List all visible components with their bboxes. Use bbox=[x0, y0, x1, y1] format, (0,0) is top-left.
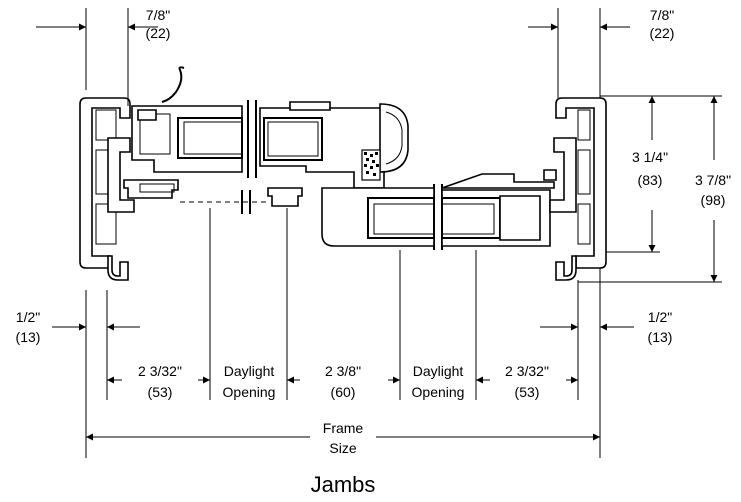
dim-side-right-imperial: 1/2" bbox=[648, 309, 672, 325]
drawing-title: Jambs bbox=[311, 472, 376, 497]
frame-size-line1: Frame bbox=[323, 420, 364, 436]
dimension-bottom-chain: 2 3/32" (53) Daylight Opening 2 3/8" (60… bbox=[107, 363, 578, 400]
dim-center-metric: (60) bbox=[331, 384, 356, 400]
daylight-left-line2: Opening bbox=[223, 384, 276, 400]
right-sash-profile bbox=[321, 173, 555, 247]
extension-lines bbox=[85, 8, 722, 458]
dim-top-right-imperial: 7/8" bbox=[650, 7, 674, 23]
left-frame-profile bbox=[79, 97, 135, 281]
dimension-top-right: 7/8" (22) bbox=[528, 7, 674, 41]
dim-top-right-metric: (22) bbox=[650, 25, 675, 41]
daylight-right-line2: Opening bbox=[412, 384, 465, 400]
daylight-left-line1: Daylight bbox=[224, 363, 275, 379]
dimension-side-right: 1/2" (13) bbox=[540, 309, 672, 345]
dimension-top-left: 7/8" (22) bbox=[36, 7, 170, 41]
left-sash-profile bbox=[123, 66, 243, 199]
dim-left-frame-metric: (53) bbox=[148, 384, 173, 400]
dim-height-inner-metric: (83) bbox=[638, 172, 663, 188]
dimension-side-left: 1/2" (13) bbox=[16, 309, 140, 345]
dimension-height-outer: 3 7/8" (98) bbox=[695, 96, 731, 282]
dim-height-outer-imperial: 3 7/8" bbox=[695, 172, 731, 188]
dim-center-imperial: 2 3/8" bbox=[325, 363, 361, 379]
dim-height-inner-imperial: 3 1/4" bbox=[632, 149, 668, 165]
dim-top-left-metric: (22) bbox=[146, 25, 171, 41]
dim-side-right-metric: (13) bbox=[648, 329, 673, 345]
frame-size-line2: Size bbox=[329, 440, 356, 456]
dim-side-left-metric: (13) bbox=[16, 329, 41, 345]
dimension-frame-size: Frame Size bbox=[86, 420, 600, 456]
dim-right-frame-metric: (53) bbox=[515, 384, 540, 400]
dim-height-outer-metric: (98) bbox=[701, 192, 726, 208]
dim-left-frame-imperial: 2 3/32" bbox=[138, 363, 182, 379]
dimension-height-inner: 3 1/4" (83) bbox=[632, 96, 668, 252]
meeting-rail-sash bbox=[259, 101, 409, 207]
dim-right-frame-imperial: 2 3/32" bbox=[505, 363, 549, 379]
dim-top-left-imperial: 7/8" bbox=[146, 7, 170, 23]
dim-side-left-imperial: 1/2" bbox=[16, 309, 40, 325]
daylight-right-line1: Daylight bbox=[413, 363, 464, 379]
right-frame-profile bbox=[543, 97, 607, 281]
